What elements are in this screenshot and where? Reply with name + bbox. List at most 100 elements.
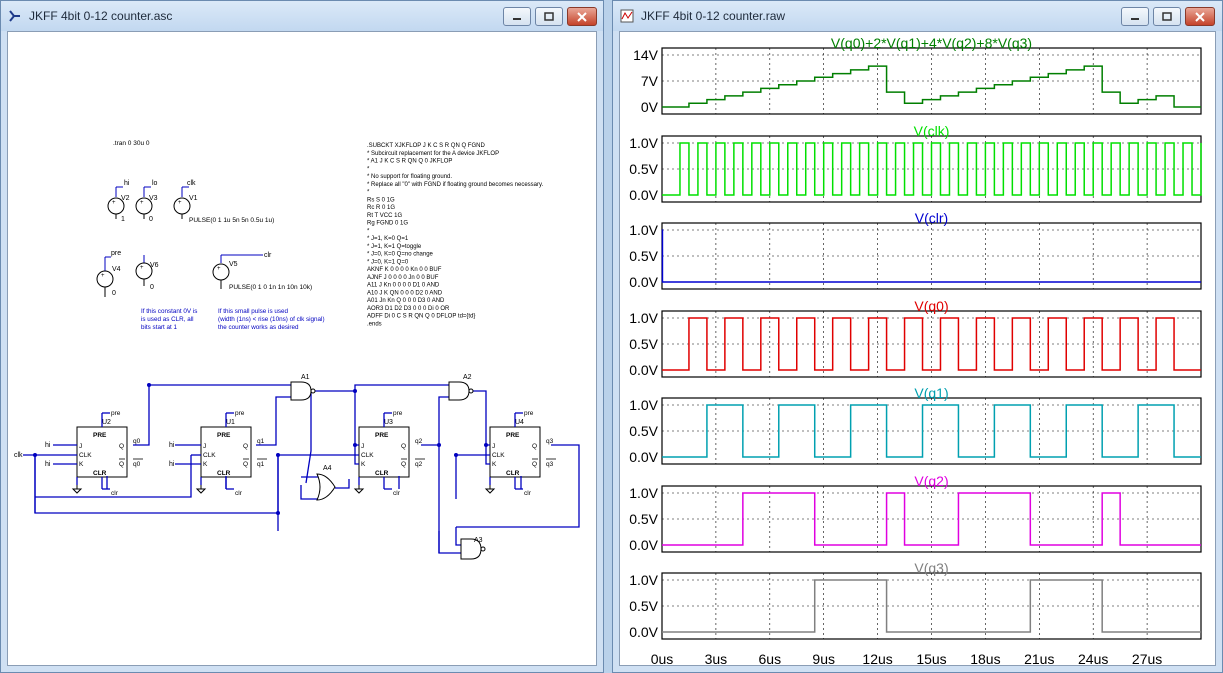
ff-pin-k: K bbox=[203, 461, 208, 468]
source-v1[interactable]: + V1 PULSE(0 1 1u 5n 5n 0.5u 1u) clk bbox=[173, 180, 274, 224]
schematic-drawing[interactable]: .tran 0 30u 0 + V2 1 hi + bbox=[8, 32, 597, 666]
pane-trace-label[interactable]: V(q2) bbox=[914, 473, 948, 489]
subckt-line: AOR3 D1 D2 D3 0 0 0 Di 0 OR bbox=[367, 306, 450, 312]
svg-text:+: + bbox=[140, 265, 144, 271]
source-v6[interactable]: + V6 0 bbox=[135, 255, 159, 291]
net-label-hi-2[interactable]: hi bbox=[45, 461, 51, 468]
net-label-hi-3[interactable]: hi bbox=[169, 442, 175, 449]
schematic-window[interactable]: JKFF 4bit 0-12 counter.asc .tran 0 30u 0… bbox=[0, 0, 604, 673]
waveform-pane[interactable]: 1.0V0.5V0.0VV(clr) bbox=[629, 210, 1202, 290]
y-tick-label: 0.0V bbox=[629, 624, 658, 640]
pane-trace-label[interactable]: V(clr) bbox=[915, 210, 948, 226]
net-label-pre[interactable]: pre bbox=[393, 410, 403, 417]
trace-v-q0-2-v-q1-4-v-q2-8-v-q3-[interactable] bbox=[662, 65, 1201, 108]
trace-v-q0-[interactable] bbox=[662, 317, 1201, 371]
note-pulse-2[interactable]: (width (1ns) < rise (10ns) of clk signal… bbox=[218, 316, 325, 323]
y-tick-label: 0.5V bbox=[629, 336, 658, 352]
v5-value: PULSE(0 1 0 1n 1n 10n 10k) bbox=[229, 284, 312, 291]
waveform-titlebar[interactable]: JKFF 4bit 0-12 counter.raw bbox=[613, 1, 1222, 31]
trace-v-q3-[interactable] bbox=[662, 579, 1201, 633]
v5-net: clr bbox=[264, 252, 272, 259]
pane-trace-label[interactable]: V(q0)+2*V(q1)+4*V(q2)+8*V(q3) bbox=[831, 35, 1032, 51]
subckt-line: A11 J Kn 0 0 0 0 D1 0 AND bbox=[367, 283, 440, 289]
trace-v-clr-[interactable] bbox=[661, 229, 1201, 283]
gate-a2[interactable]: A2 bbox=[448, 374, 474, 401]
gate-a1-label: A1 bbox=[301, 374, 310, 381]
y-tick-label: 0.5V bbox=[629, 511, 658, 527]
gate-a4[interactable]: A4 bbox=[316, 465, 336, 501]
net-label-clk[interactable]: clk bbox=[14, 452, 23, 459]
source-v2[interactable]: + V2 1 hi bbox=[107, 180, 130, 223]
net-label-clr[interactable]: clr bbox=[111, 490, 119, 497]
net-label-pre[interactable]: pre bbox=[524, 410, 534, 417]
svg-text:+: + bbox=[101, 273, 105, 279]
pane-trace-label[interactable]: V(q1) bbox=[914, 385, 948, 401]
ff-ref: U2 bbox=[102, 419, 111, 426]
x-tick-label: 0us bbox=[651, 651, 674, 666]
schematic-window-title: JKFF 4bit 0-12 counter.asc bbox=[29, 9, 173, 23]
source-v5[interactable]: + V5 PULSE(0 1 0 1n 1n 10n 10k) clr bbox=[212, 252, 312, 291]
waveform-pane[interactable]: 1.0V0.5V0.0VV(q0) bbox=[629, 298, 1202, 378]
y-tick-label: 0.5V bbox=[629, 598, 658, 614]
pane-trace-label[interactable]: V(q3) bbox=[914, 560, 948, 576]
net-label-clr[interactable]: clr bbox=[524, 490, 532, 497]
gate-a1[interactable]: A1 bbox=[290, 374, 316, 401]
close-button[interactable] bbox=[1185, 7, 1215, 26]
subckt-line: * J=0, K=0 Q=no change bbox=[367, 252, 434, 258]
subckt-line: A10 J K QN 0 0 0 D2 0 AND bbox=[367, 290, 443, 296]
gate-a3[interactable]: A3 bbox=[460, 537, 486, 560]
schematic-canvas[interactable]: .tran 0 30u 0 + V2 1 hi + bbox=[7, 31, 597, 666]
tran-directive[interactable]: .tran 0 30u 0 bbox=[113, 140, 150, 147]
v1-net: clk bbox=[187, 180, 196, 187]
note-const-1[interactable]: If this constant 0V is bbox=[141, 308, 197, 315]
pane-trace-label[interactable]: V(q0) bbox=[914, 298, 948, 314]
net-label-hi-4[interactable]: hi bbox=[169, 461, 175, 468]
close-button[interactable] bbox=[567, 7, 597, 26]
ff-pin-q: Q bbox=[119, 443, 124, 450]
maximize-button[interactable] bbox=[1153, 7, 1181, 26]
net-label-clr[interactable]: clr bbox=[235, 490, 243, 497]
subckt-netlist[interactable]: .SUBCKT XJKFLOP J K C S R QN Q FGND* Sub… bbox=[367, 143, 544, 327]
source-v4[interactable]: + V4 0 pre bbox=[96, 250, 121, 297]
y-tick-label: 0.0V bbox=[629, 187, 658, 203]
note-pulse-1[interactable]: If this small pulse is used bbox=[218, 308, 288, 315]
y-tick-label: 0.5V bbox=[629, 423, 658, 439]
waveform-pane[interactable]: 1.0V0.5V0.0VV(clk) bbox=[629, 123, 1202, 203]
note-const-2[interactable]: is used as CLR, all bbox=[141, 316, 194, 323]
note-pulse-3[interactable]: the counter works as desired bbox=[218, 324, 299, 331]
trace-v-q1-[interactable] bbox=[662, 404, 1201, 458]
trace-v-clk-[interactable] bbox=[662, 142, 1202, 196]
minimize-button[interactable] bbox=[503, 7, 531, 26]
subckt-line: Rg FGND 0 1G bbox=[367, 221, 408, 227]
v2-net: hi bbox=[124, 180, 130, 187]
net-label-pre[interactable]: pre bbox=[111, 410, 121, 417]
note-const-3[interactable]: bits start at 1 bbox=[141, 324, 178, 331]
waveform-pane[interactable]: 1.0V0.5V0.0VV(q1) bbox=[629, 385, 1202, 465]
ff-pin-pre: PRE bbox=[217, 432, 231, 439]
ff-ref: U4 bbox=[515, 419, 524, 426]
maximize-button[interactable] bbox=[535, 7, 563, 26]
source-v3[interactable]: + V3 0 lo bbox=[135, 180, 158, 223]
waveform-pane[interactable]: 1.0V0.5V0.0VV(q2) bbox=[629, 473, 1202, 553]
y-tick-label: 1.0V bbox=[629, 135, 658, 151]
pane-trace-label[interactable]: V(clk) bbox=[914, 123, 950, 139]
waveform-pane[interactable]: 1.0V0.5V0.0VV(q3) bbox=[629, 560, 1202, 640]
y-tick-label: 1.0V bbox=[629, 222, 658, 238]
x-tick-label: 15us bbox=[916, 651, 946, 666]
waveform-app-icon bbox=[620, 9, 634, 23]
schematic-titlebar[interactable]: JKFF 4bit 0-12 counter.asc bbox=[1, 1, 603, 31]
minimize-button[interactable] bbox=[1121, 7, 1149, 26]
net-label-clr[interactable]: clr bbox=[393, 490, 401, 497]
net-label-pre[interactable]: pre bbox=[235, 410, 245, 417]
trace-v-q2-[interactable] bbox=[662, 492, 1201, 546]
svg-text:+: + bbox=[140, 200, 144, 206]
net-label-hi-1[interactable]: hi bbox=[45, 442, 51, 449]
